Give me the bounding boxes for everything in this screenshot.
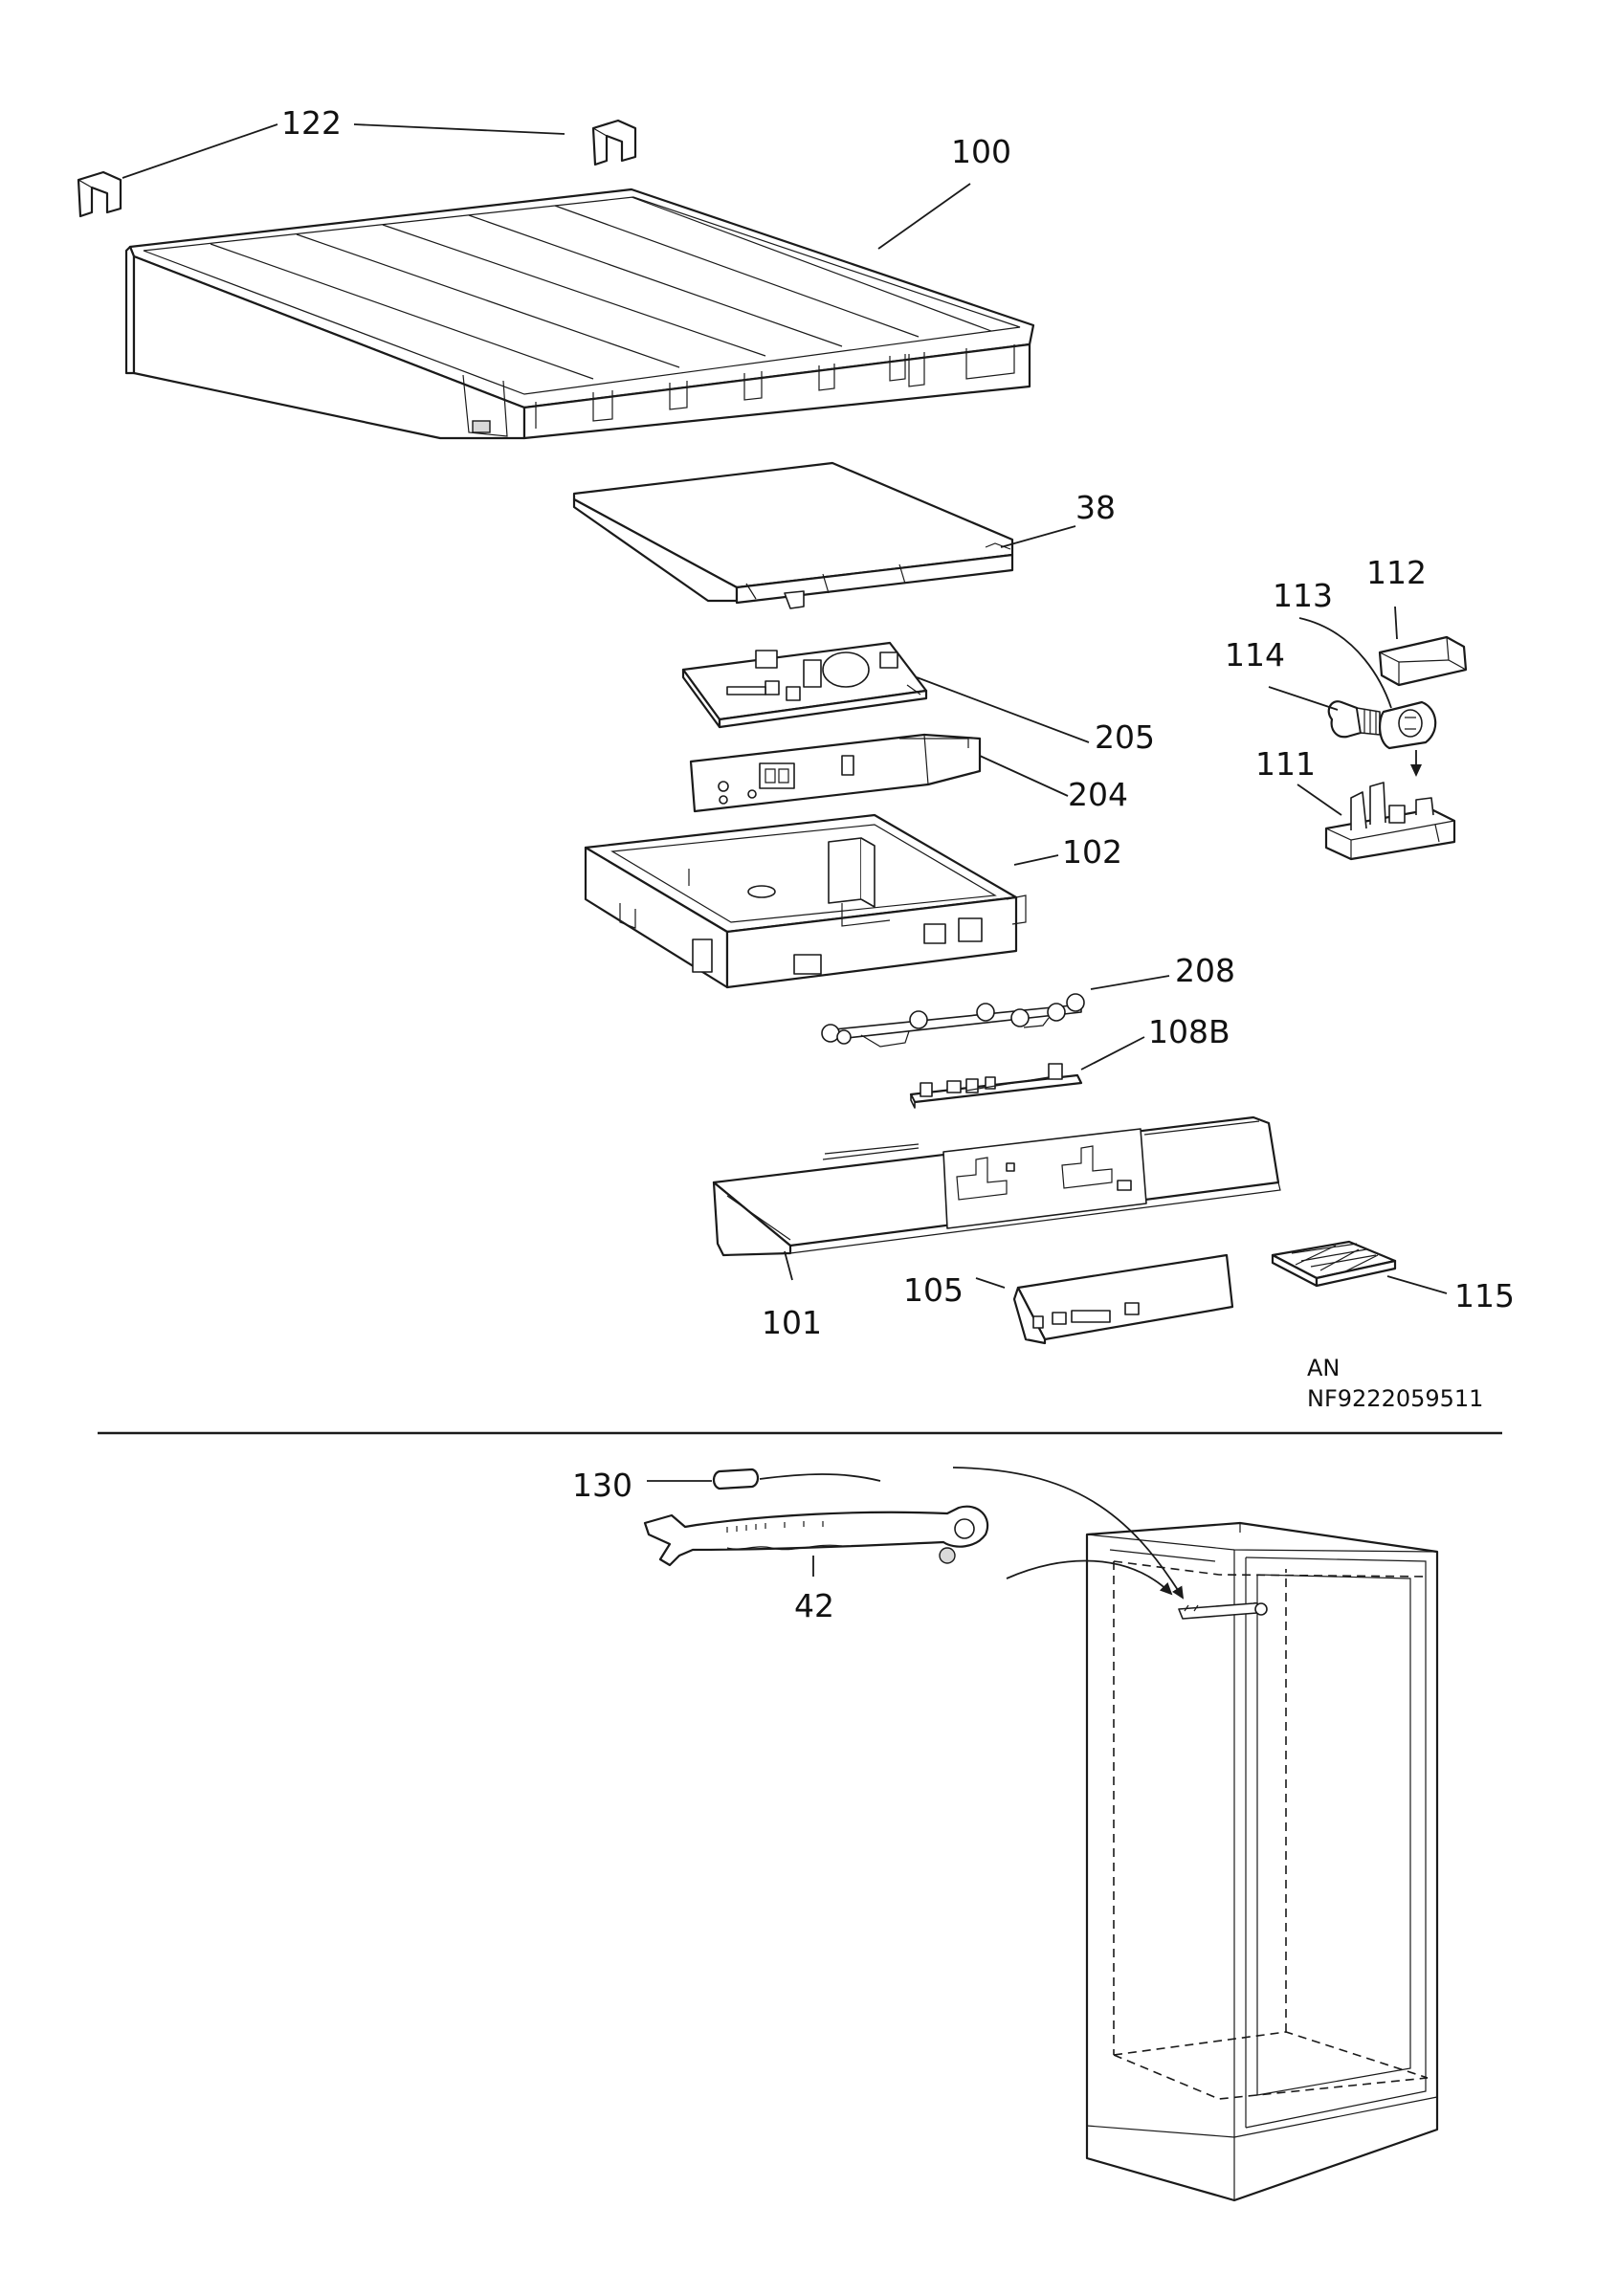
callout-101: 101 bbox=[762, 1304, 822, 1341]
part-122-end-cap-left bbox=[77, 170, 122, 218]
part-111-lamp-base bbox=[1324, 782, 1456, 861]
callout-205: 205 bbox=[1095, 718, 1155, 756]
arrow-harness-to-cabinet bbox=[1006, 1559, 1173, 1596]
part-130-sensor bbox=[712, 1468, 881, 1490]
arrow-sensor-to-cabinet bbox=[952, 1467, 1185, 1600]
part-114-lamp-bulb bbox=[1327, 700, 1381, 739]
callout-111: 111 bbox=[1255, 745, 1316, 783]
callout-208: 208 bbox=[1175, 952, 1235, 989]
part-115-filter-grid bbox=[1271, 1240, 1397, 1288]
callout-130: 130 bbox=[572, 1467, 632, 1504]
callout-42: 42 bbox=[794, 1587, 834, 1624]
callout-112: 112 bbox=[1366, 554, 1427, 591]
part-100-top-cover bbox=[124, 188, 1035, 440]
part-122-end-cap-right bbox=[591, 119, 637, 166]
part-204-display-pcb bbox=[689, 733, 982, 813]
part-101-control-panel-fascia bbox=[712, 1115, 1281, 1257]
callout-100: 100 bbox=[951, 133, 1011, 170]
part-38-cover-plate bbox=[572, 461, 1014, 609]
part-205-main-pcb bbox=[681, 641, 928, 729]
callout-114: 114 bbox=[1225, 636, 1285, 673]
part-208-light-guide bbox=[821, 993, 1085, 1048]
part-113-lamp-holder bbox=[1378, 700, 1437, 777]
callout-122: 122 bbox=[281, 104, 342, 142]
callout-115: 115 bbox=[1454, 1277, 1515, 1314]
callout-105: 105 bbox=[903, 1271, 964, 1309]
leader-lines bbox=[122, 123, 1448, 1577]
part-108b-switch-board bbox=[909, 1063, 1083, 1109]
part-102-electronics-housing bbox=[584, 813, 1027, 989]
callout-113: 113 bbox=[1273, 577, 1333, 614]
part-105-display-cover bbox=[1012, 1253, 1234, 1345]
document-code-line2: NF9222059511 bbox=[1307, 1385, 1483, 1412]
part-112-lamp-cover bbox=[1378, 635, 1468, 687]
callout-108B: 108B bbox=[1148, 1013, 1230, 1050]
part-42-wiring-harness bbox=[643, 1505, 989, 1567]
callout-204: 204 bbox=[1068, 776, 1128, 813]
refrigerator-cabinet bbox=[1085, 1521, 1439, 2202]
document-code-line1: AN bbox=[1307, 1355, 1340, 1381]
callout-38: 38 bbox=[1075, 489, 1116, 526]
callout-102: 102 bbox=[1062, 833, 1122, 871]
